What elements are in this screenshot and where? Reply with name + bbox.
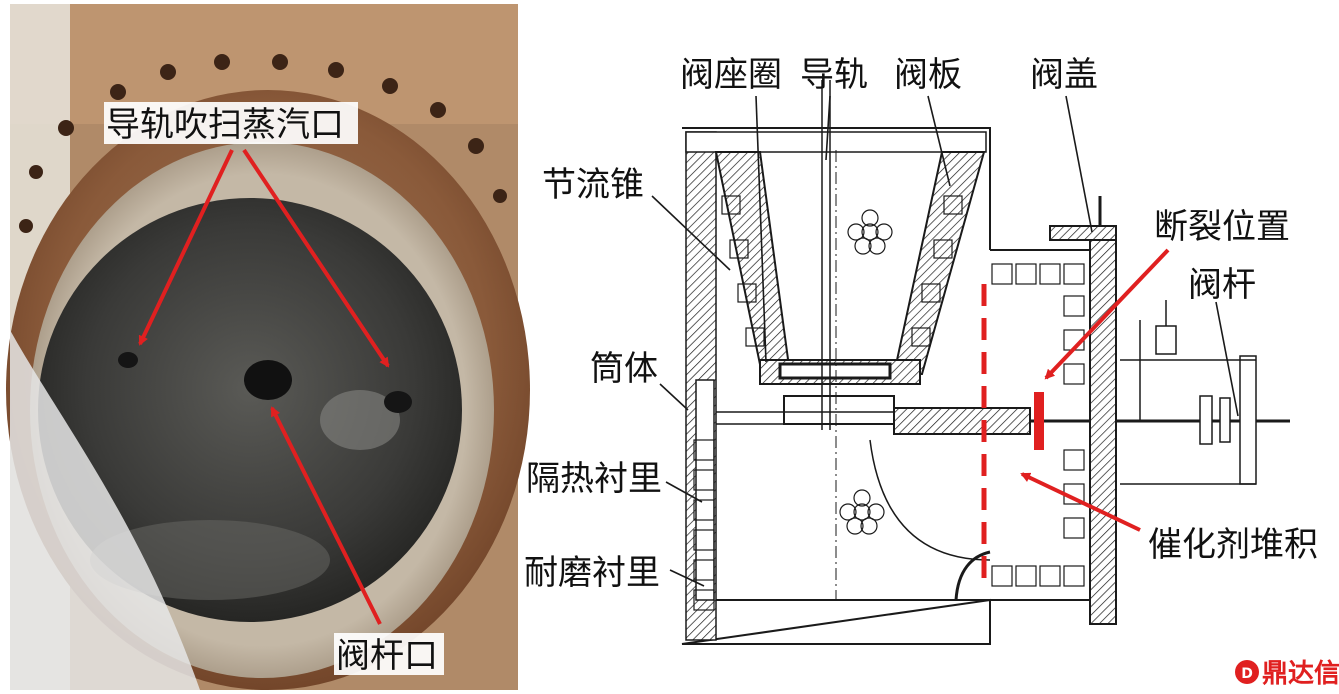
leader-insulation <box>665 481 703 503</box>
lower-bricks <box>693 439 715 611</box>
leader-guide-rail <box>825 95 831 161</box>
svg-text:D: D <box>1241 666 1253 682</box>
watermark-text: 鼎达信 <box>1262 659 1339 689</box>
label-guide-purge-port: 导轨吹扫蒸汽口 <box>106 105 344 145</box>
leader-lines <box>651 95 1239 587</box>
leader-throttle-cone <box>651 195 731 271</box>
watermark: D 鼎达信 <box>1235 659 1339 689</box>
throttle-cone-right <box>892 151 986 375</box>
leader-valve-stem <box>1215 301 1239 417</box>
purge-port-left <box>118 352 138 368</box>
label-stem-port: 阀杆口 <box>336 636 438 676</box>
arrow-guide-purge-left <box>138 149 234 346</box>
catalyst-symbol-lower <box>839 489 885 535</box>
leader-shell <box>659 383 689 411</box>
leader-bonnet <box>1065 95 1093 233</box>
bolt-holes <box>19 54 507 233</box>
leader-wear-lining <box>669 569 705 587</box>
valve-plate <box>783 395 895 425</box>
outlet-curve <box>869 439 991 561</box>
watermark-logo-icon <box>1235 660 1259 684</box>
diagram-panel <box>681 80 1290 645</box>
catalyst-symbol-upper <box>847 209 893 255</box>
valve-seat-bar <box>778 362 892 380</box>
fracture-marker <box>1034 392 1044 450</box>
label-catalyst-deposit: 催化剂堆积 <box>1148 525 1318 565</box>
bonnet-bricks <box>991 263 1085 587</box>
photo-panel: 导轨吹扫蒸汽口 阀杆口 <box>6 4 530 690</box>
arrow-guide-purge-right <box>242 148 390 368</box>
bonnet-plate <box>1089 225 1117 625</box>
stem-housing <box>893 407 1031 435</box>
label-seat-ring: 阀座圈 <box>680 55 782 95</box>
left-lining-wall <box>685 131 717 641</box>
diagram-labels: 阀座圈 导轨 阀板 阀盖 节流锥 断裂位置 阀杆 筒体 隔热衬里 催化剂堆积 耐… <box>524 55 1318 593</box>
actuator-assembly <box>1120 300 1257 485</box>
throttle-cone-left <box>714 151 792 375</box>
plastic-sheet <box>10 330 200 690</box>
label-insulation-lining: 隔热衬里 <box>526 459 662 499</box>
label-valve-plate: 阀板 <box>894 55 962 95</box>
arrow-fracture <box>1044 248 1170 380</box>
valve-plate-surface <box>38 198 462 622</box>
stem-port-hole <box>244 360 292 400</box>
label-bonnet: 阀盖 <box>1030 55 1098 95</box>
arrow-stem-port <box>270 406 382 625</box>
leader-seat-ring <box>755 95 767 363</box>
label-guide-rail: 导轨 <box>800 55 868 95</box>
arrow-catalyst <box>1020 472 1141 532</box>
shell-outline <box>681 127 991 645</box>
outlet-elbow <box>954 550 991 601</box>
label-shell: 筒体 <box>590 349 658 389</box>
cone-bricks <box>721 195 963 347</box>
label-fracture-position: 断裂位置 <box>1154 207 1290 247</box>
label-wear-lining: 耐磨衬里 <box>524 553 660 593</box>
label-valve-stem: 阀杆 <box>1188 265 1256 305</box>
bonnet-flange <box>1049 225 1117 241</box>
leader-valve-plate <box>927 95 951 187</box>
label-throttle-cone: 节流锥 <box>542 165 644 205</box>
purge-port-right <box>384 391 412 413</box>
